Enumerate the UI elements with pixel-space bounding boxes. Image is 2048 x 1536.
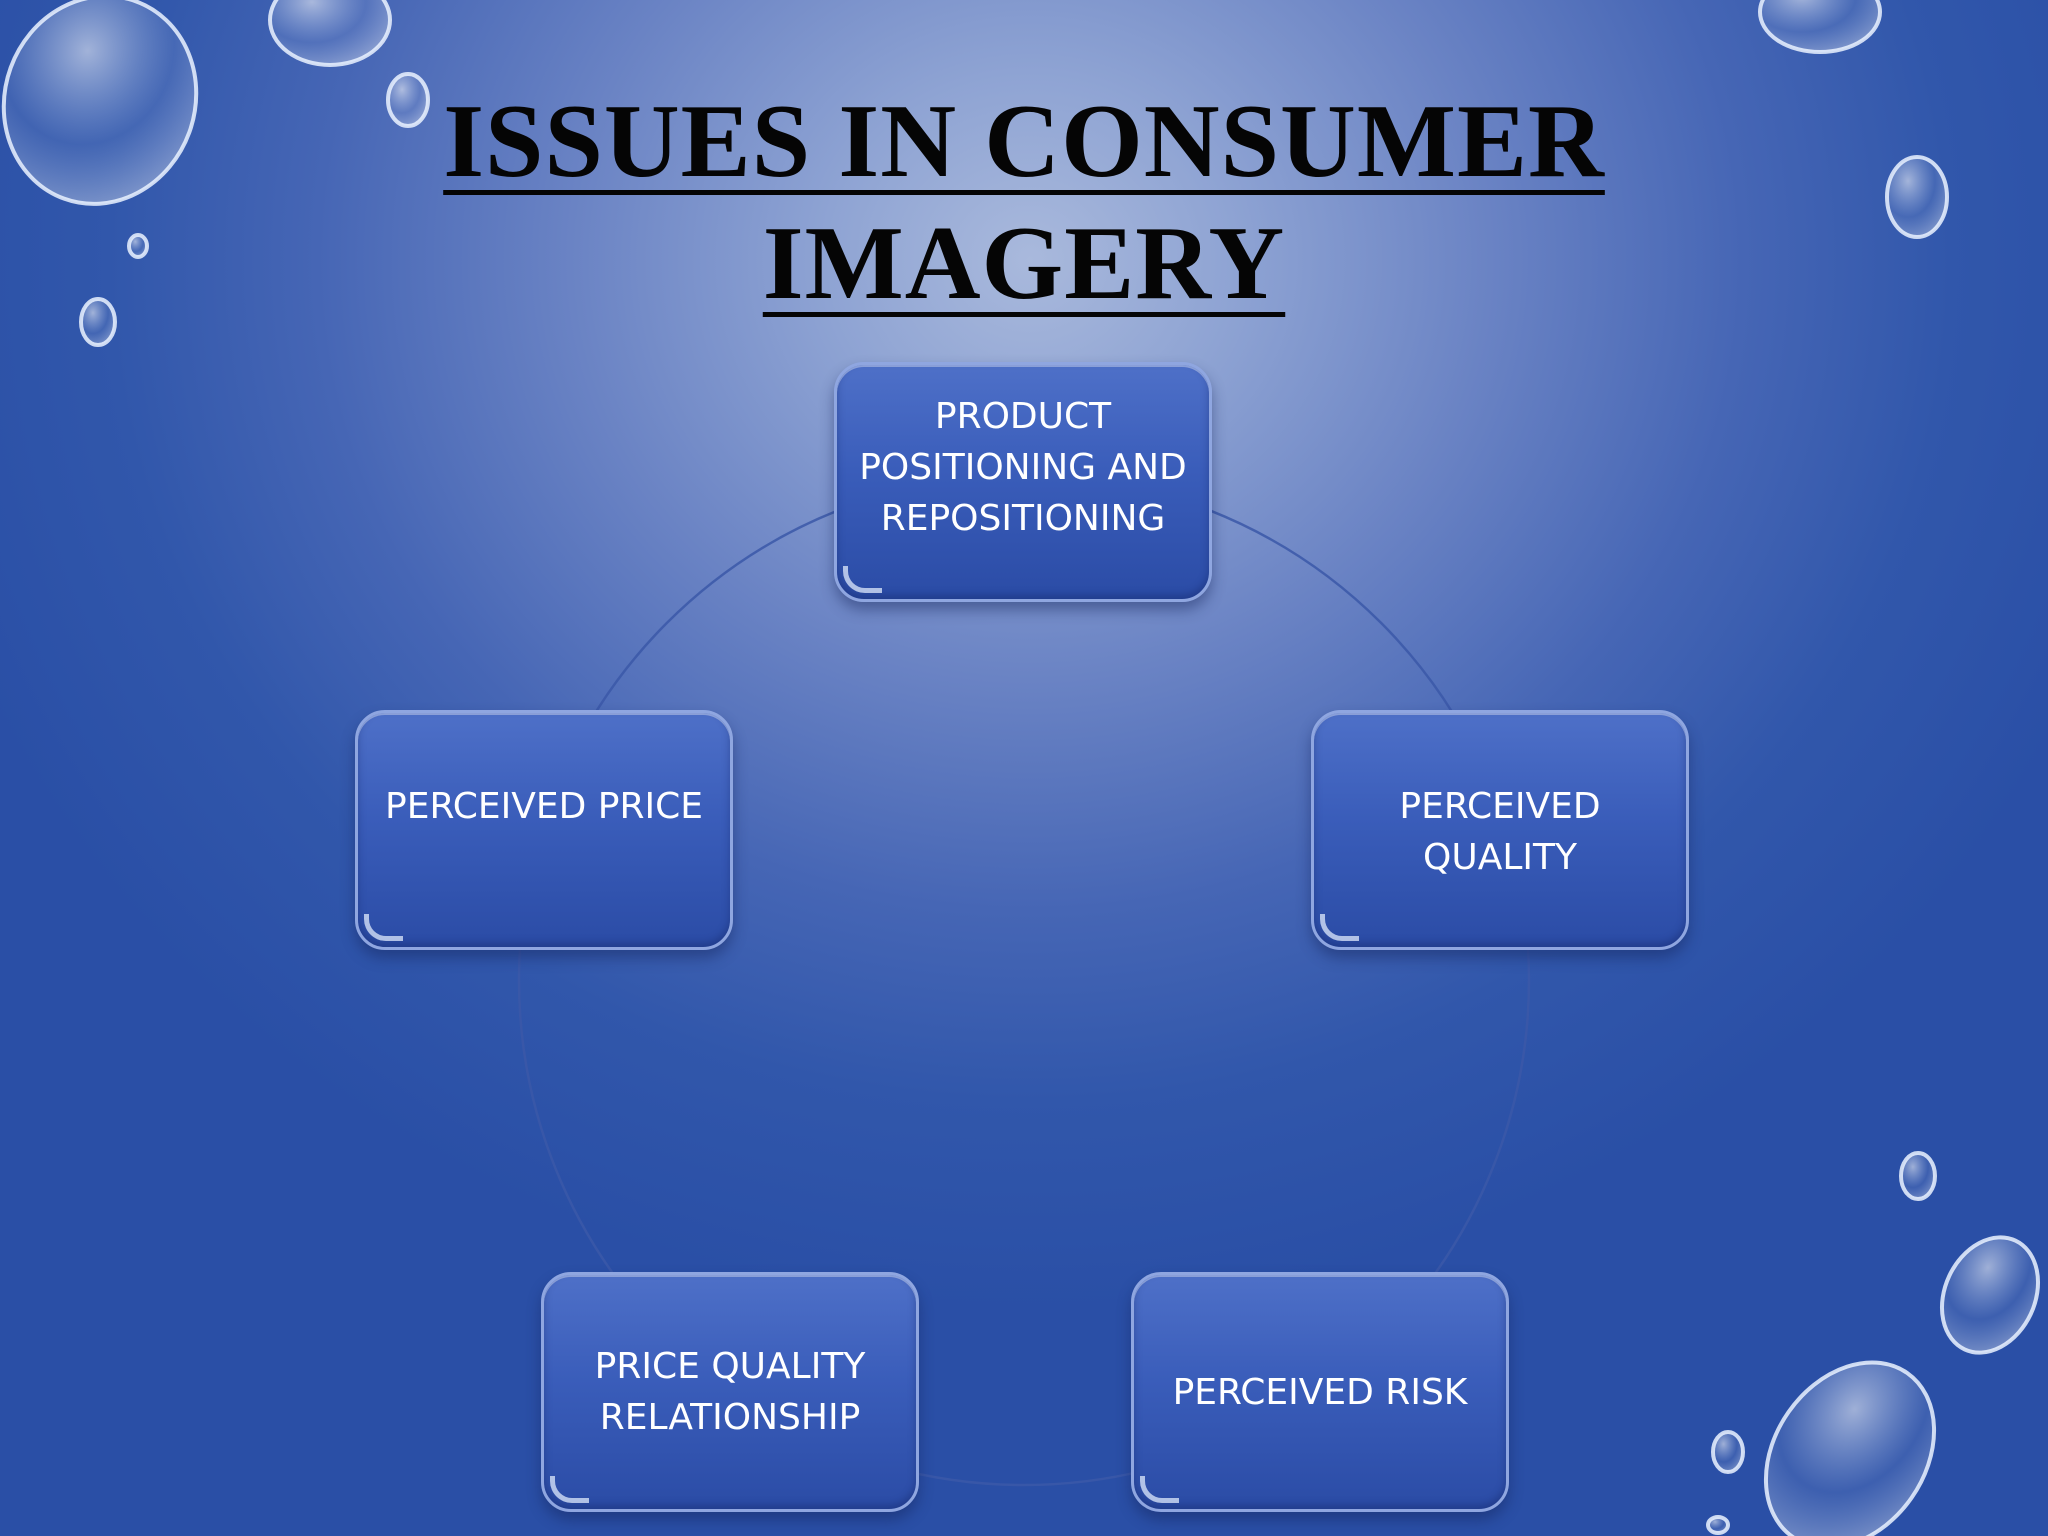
node-label: PERCEIVED QUALITY bbox=[1399, 786, 1601, 878]
droplet bbox=[127, 233, 149, 259]
gloss-highlight bbox=[843, 566, 882, 593]
droplet bbox=[268, 0, 392, 67]
gloss-highlight bbox=[364, 914, 403, 941]
node-perceived-quality: PERCEIVED QUALITY bbox=[1311, 710, 1689, 950]
node-label: PRICE QUALITY RELATIONSHIP bbox=[594, 1346, 866, 1438]
node-label: PERCEIVED RISK bbox=[1172, 1371, 1468, 1413]
droplet bbox=[1758, 0, 1882, 54]
title-line-2: IMAGERY bbox=[762, 204, 1286, 321]
node-label: PRODUCT POSITIONING AND REPOSITIONING bbox=[859, 396, 1187, 539]
slide-title: ISSUES IN CONSUMER IMAGERY bbox=[0, 80, 2048, 324]
droplet bbox=[1706, 1515, 1730, 1535]
droplet bbox=[1, 0, 199, 206]
title-line-1: ISSUES IN CONSUMER bbox=[443, 82, 1605, 199]
droplet bbox=[1899, 1151, 1937, 1201]
gloss-highlight bbox=[550, 1476, 589, 1503]
node-price-quality-relationship: PRICE QUALITY RELATIONSHIP bbox=[541, 1272, 919, 1512]
droplet bbox=[1763, 1360, 1937, 1536]
node-perceived-price: PERCEIVED PRICE bbox=[355, 710, 733, 950]
node-product-positioning: PRODUCT POSITIONING AND REPOSITIONING bbox=[834, 362, 1212, 602]
node-label: PERCEIVED PRICE bbox=[385, 786, 703, 827]
droplet bbox=[1885, 155, 1949, 239]
node-perceived-risk: PERCEIVED RISK bbox=[1131, 1272, 1509, 1512]
droplet bbox=[1939, 1235, 2041, 1355]
droplet bbox=[1711, 1430, 1745, 1474]
droplet bbox=[79, 297, 117, 347]
droplet bbox=[386, 72, 430, 128]
gloss-highlight bbox=[1140, 1476, 1179, 1503]
gloss-highlight bbox=[1320, 914, 1359, 941]
